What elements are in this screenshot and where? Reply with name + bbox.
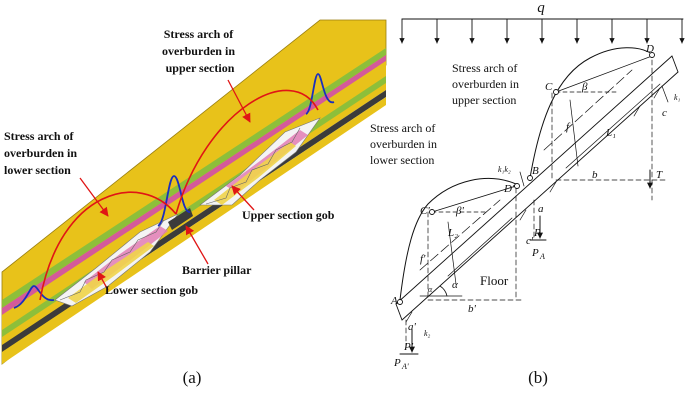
- sym-k2: k₂: [424, 329, 431, 338]
- symbol-labels: D C β k₁ c f L₁ B k₁k₂ D' b T C' β' a c'…: [390, 43, 681, 371]
- label-arch-upper: Stress arch of overburden in upper secti…: [162, 27, 238, 75]
- sym-c1: c': [526, 235, 534, 247]
- barrier-pillar: [168, 208, 193, 230]
- caption-a: (a): [183, 368, 202, 387]
- construction-lines: [405, 59, 669, 349]
- sym-c: c: [662, 107, 667, 119]
- sym-P1: P': [403, 341, 414, 353]
- sym-alpha-small: α: [428, 285, 433, 294]
- point-C: [553, 89, 559, 95]
- angle-alpha-arc: [439, 285, 448, 297]
- key-points: [397, 52, 655, 305]
- point-D1: [514, 183, 520, 189]
- sym-L2: L₂: [447, 227, 458, 239]
- stress-arches: [39, 89, 319, 301]
- sym-beta: β: [581, 81, 588, 93]
- sym-D1: D': [503, 183, 515, 195]
- force-arrows: [399, 169, 653, 355]
- sym-T: T: [656, 169, 663, 181]
- abutment-curve-right: [305, 73, 335, 115]
- sym-C1: C': [420, 205, 430, 217]
- sym-beta1: β': [455, 205, 464, 217]
- sym-PA: P: [531, 247, 539, 259]
- label-arch-lower-b: Stress arch of overburden in lower secti…: [370, 121, 440, 167]
- point-A: [397, 299, 403, 305]
- stress-arch-lower: [39, 191, 177, 301]
- leader-lines: [79, 79, 255, 291]
- stress-arch-upper-b: [529, 47, 653, 179]
- stress-arch-lower-b: [399, 178, 517, 301]
- point-C1: [429, 209, 435, 215]
- sym-b: b: [592, 169, 598, 181]
- rock-layer-pink-upper: [2, 55, 386, 315]
- sym-a1: a': [408, 321, 417, 333]
- panel-b: q: [370, 0, 685, 387]
- sym-f1: f': [420, 253, 426, 265]
- label-arch-lower: Stress arch of overburden in lower secti…: [4, 129, 80, 177]
- abutment-stress-curves: [13, 73, 335, 309]
- label-barrier-pillar: Barrier pillar: [182, 263, 252, 277]
- abutment-curve-left: [13, 285, 55, 309]
- point-B: [527, 175, 533, 181]
- chord-lines: [431, 55, 653, 213]
- sym-alpha: α: [452, 279, 458, 291]
- label-floor: Floor: [480, 273, 509, 288]
- caption-b: (b): [528, 368, 548, 387]
- sym-PA1-sub: A': [401, 362, 409, 371]
- stress-arch-upper: [175, 89, 319, 215]
- coal-seam-outline: [395, 55, 679, 321]
- dimension-lines: [447, 83, 669, 285]
- load-symbol-q: q: [537, 0, 545, 16]
- sym-b1: b': [468, 303, 477, 315]
- label-lower-gob: Lower section gob: [105, 283, 198, 297]
- sym-P: P: [533, 227, 541, 239]
- label-upper-gob: Upper section gob: [242, 208, 335, 222]
- sym-B: B: [532, 165, 539, 177]
- sym-f: f: [566, 121, 571, 133]
- panel-a: Stress arch of overburden in upper secti…: [1, 19, 387, 387]
- sym-C: C: [545, 81, 553, 93]
- sym-a: a: [538, 203, 544, 215]
- uniform-load: [399, 18, 685, 44]
- sym-PA-sub: A: [539, 252, 545, 261]
- sym-L1: L₁: [605, 127, 616, 139]
- label-arch-upper-b: Stress arch of overburden in upper secti…: [452, 61, 522, 107]
- sym-k1k2-top: k₁: [674, 93, 681, 102]
- sym-D: D: [645, 43, 654, 55]
- sym-k1k2-b: k₁k₂: [498, 165, 511, 174]
- sym-PA1: P: [393, 357, 401, 369]
- abutment-curve-pillar: [157, 175, 191, 227]
- sym-A: A: [390, 295, 398, 307]
- rock-layer-green-upper: [2, 48, 386, 308]
- floor-hatch: [405, 87, 661, 323]
- point-D: [649, 52, 655, 58]
